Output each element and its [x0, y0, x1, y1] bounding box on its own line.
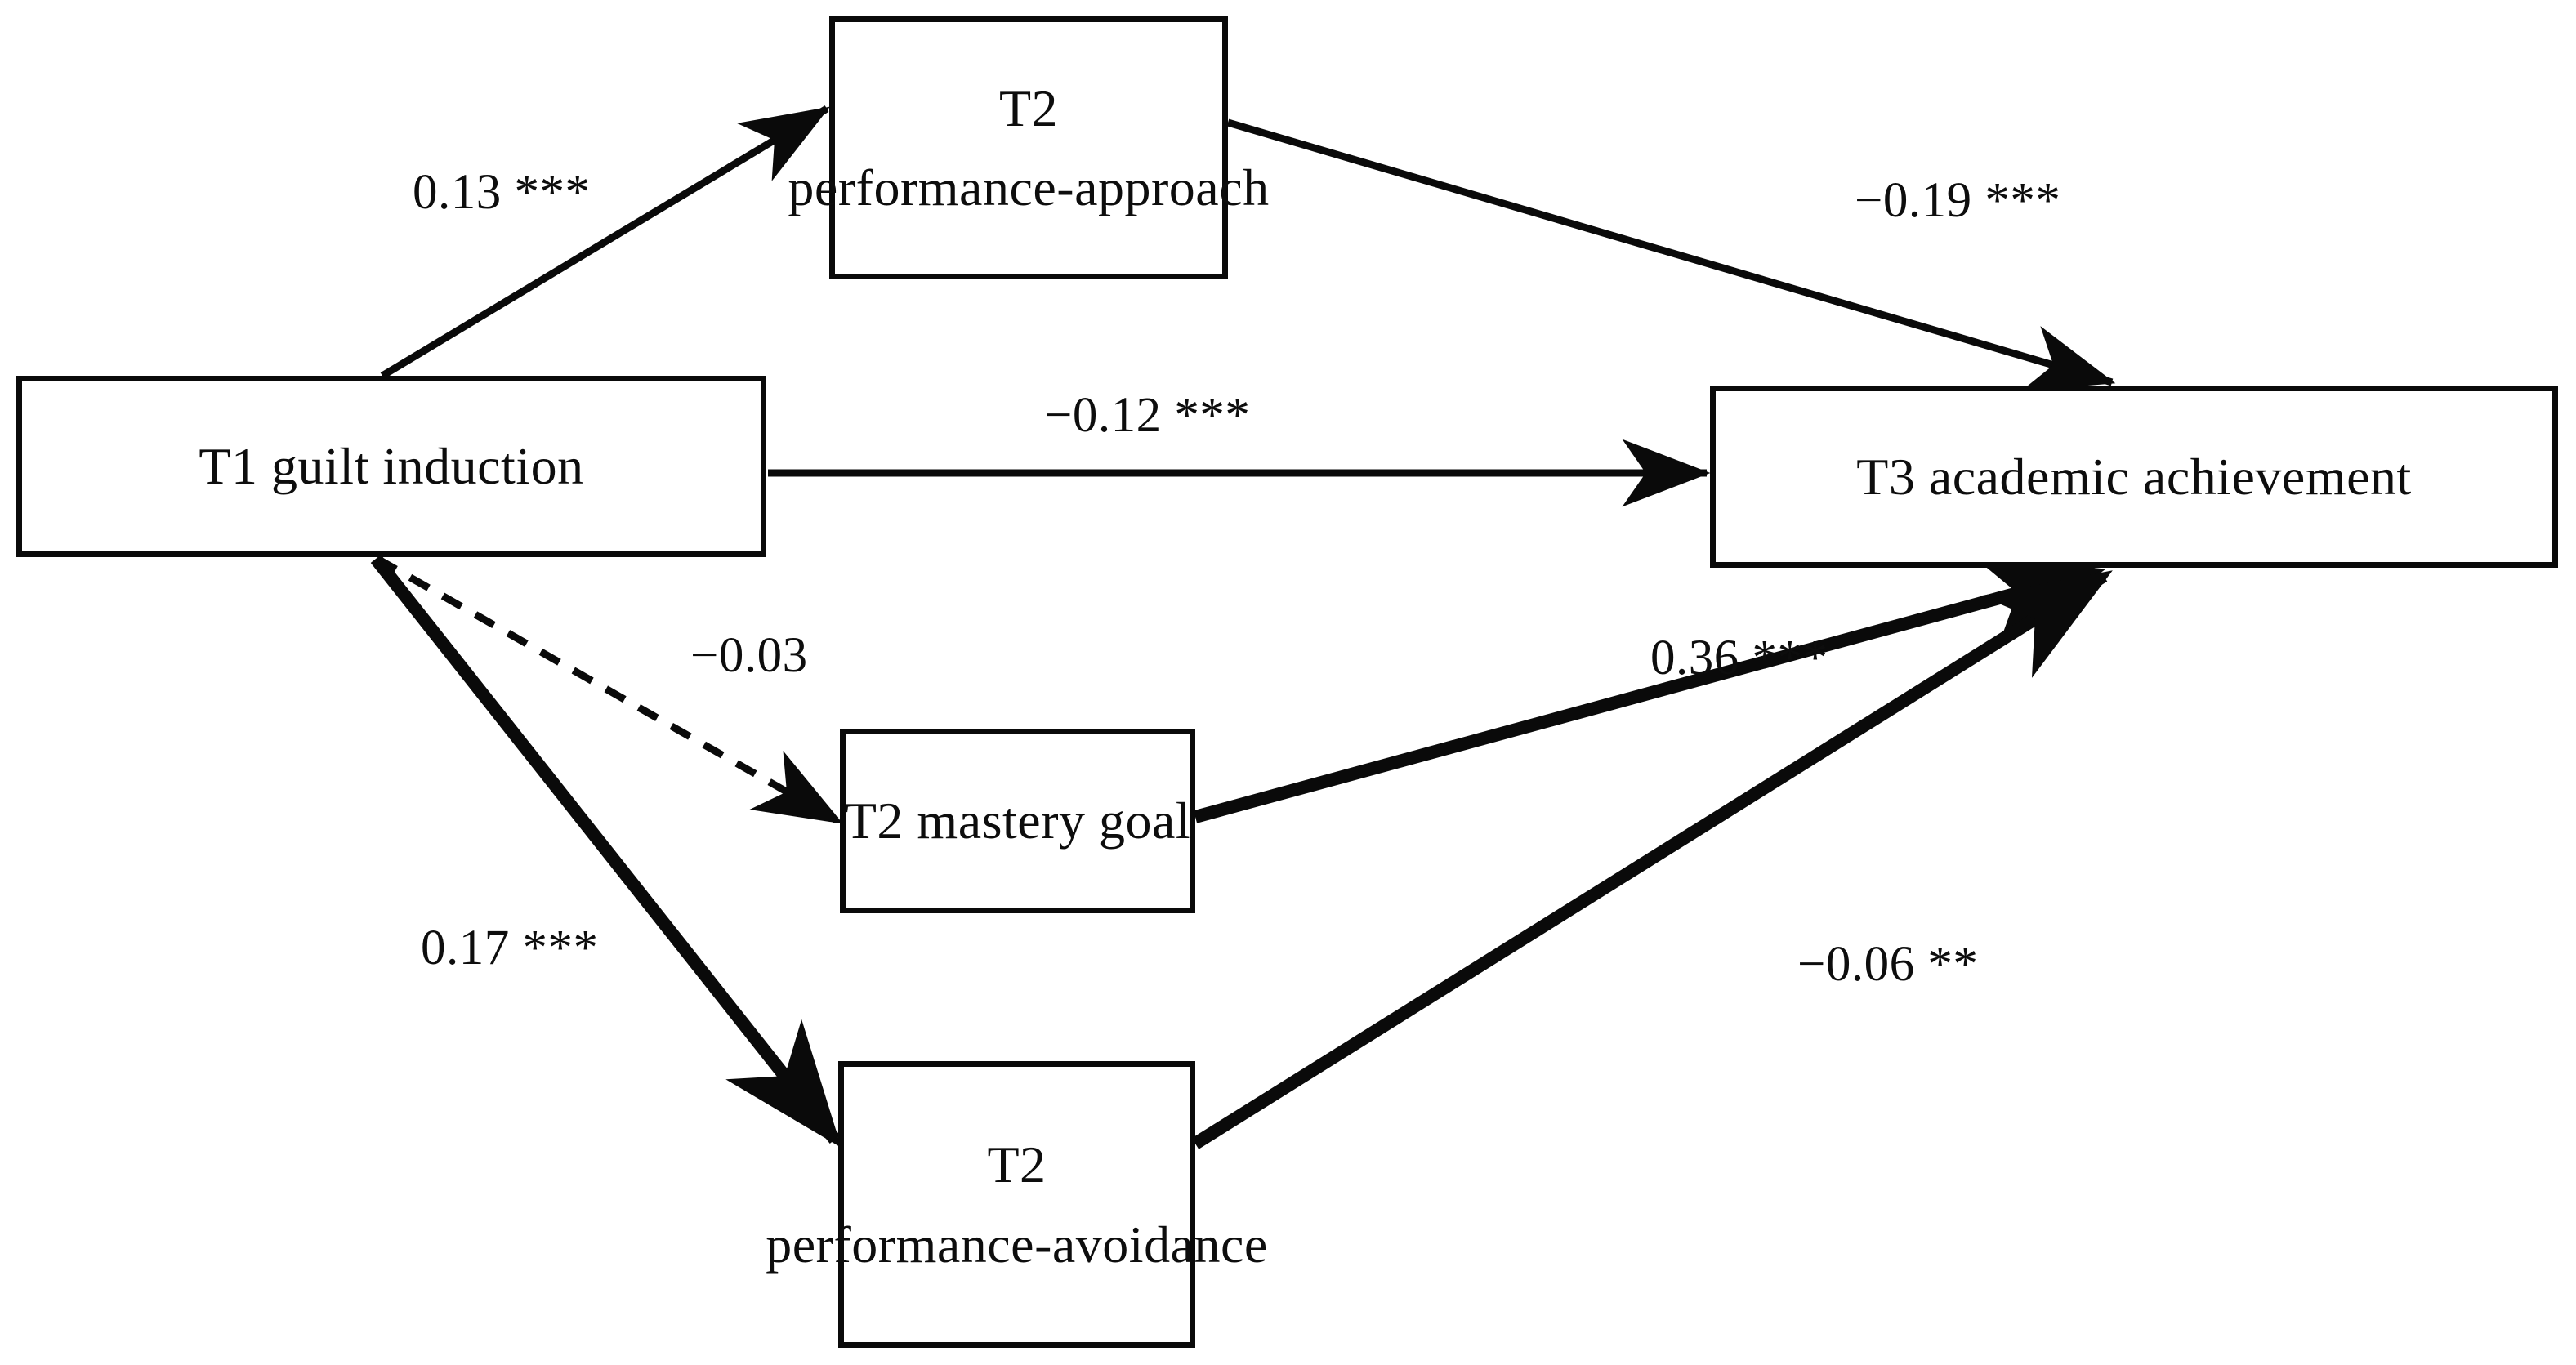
edge-guilt-to-mastery	[375, 555, 843, 824]
node-t3-academic-achievement[interactable]: T3 academic achievement	[1710, 386, 2558, 568]
node-label-line: T1 guilt induction	[199, 437, 584, 496]
edge-mastery-to-achievement	[1193, 555, 2106, 823]
edge-guilt-to-avoidance	[370, 555, 842, 1149]
edge-guilt-to-approach	[380, 105, 830, 379]
edge-label-guilt-to-mastery: −0.03	[690, 628, 808, 683]
edge-approach-to-achievement	[1226, 118, 2116, 391]
node-t1-guilt-induction[interactable]: T1 guilt induction	[16, 376, 766, 557]
node-label-line: T2	[998, 78, 1059, 137]
edge-label-guilt-to-approach: 0.13 ***	[413, 165, 591, 220]
edge-label-approach-to-achievement: −0.19 ***	[1855, 173, 2061, 228]
edge-label-guilt-to-achievement: −0.12 ***	[1044, 388, 1251, 443]
node-label-line: T2 mastery goal	[844, 792, 1191, 850]
node-t2-performance-approach[interactable]: T2 performance-approach	[788, 16, 1269, 279]
edge-label-guilt-to-avoidance: 0.17 ***	[421, 921, 599, 975]
node-label-line: T3 academic achievement	[1856, 447, 2412, 506]
edge-label-mastery-to-achievement: 0.36 ***	[1650, 631, 1828, 685]
node-label-line: performance-approach	[788, 158, 1270, 216]
edge-avoidance-to-achievement	[1191, 570, 2113, 1149]
node-label-line: T2	[987, 1135, 1047, 1194]
node-label-line: performance-avoidance	[766, 1215, 1268, 1274]
node-t2-performance-avoidance[interactable]: T2 performance-avoidance	[766, 1061, 1267, 1348]
edge-label-avoidance-to-achievement: −0.06 **	[1797, 937, 1979, 992]
node-t2-mastery-goal[interactable]: T2 mastery goal	[840, 729, 1195, 913]
